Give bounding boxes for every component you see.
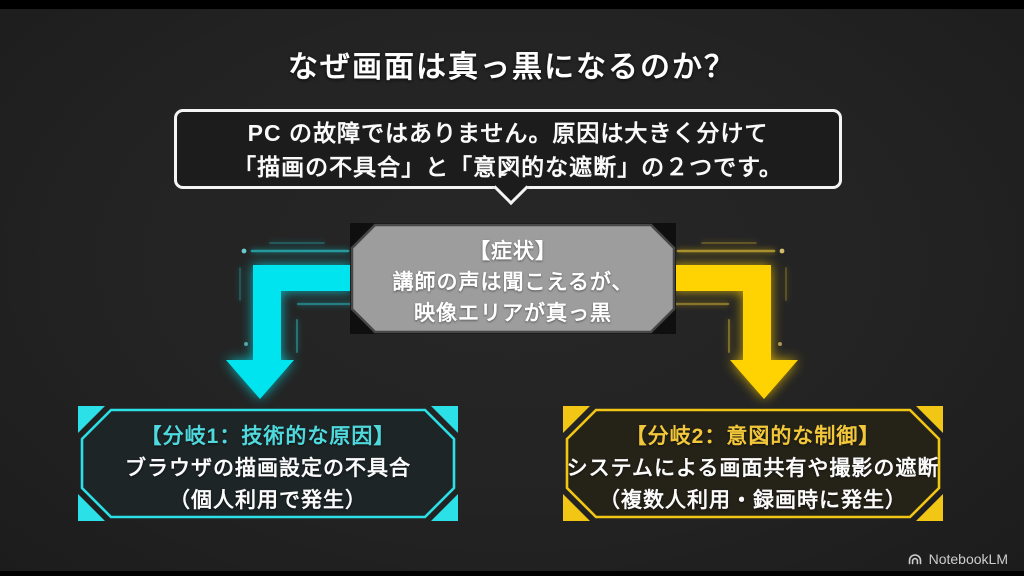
page-title: なぜ画面は真っ黒になるのか？ <box>288 51 736 84</box>
arrow-to-branch-1 <box>226 265 352 399</box>
symptom-title: 【症状】 <box>469 240 557 263</box>
notebooklm-logo-icon <box>908 554 921 565</box>
branch-2-frame <box>563 406 943 521</box>
symptom-line-1: 講師の声は聞こえるが、 <box>392 271 634 294</box>
symptom-box-frame <box>350 223 676 334</box>
branch-2-title: 【分岐2：意図的な制御】 <box>625 425 881 448</box>
watermark-label: NotebookLM <box>928 551 1008 567</box>
branch-1-line-1: ブラウザの描画設定の不具合 <box>125 457 411 480</box>
symptom-box: 【症状】 講師の声は聞こえるが、 映像エリアが真っ黒 <box>350 223 676 334</box>
branch-1-line-2: （個人利用で発生） <box>169 489 367 512</box>
watermark: NotebookLM <box>907 551 1008 567</box>
branch-1-title: 【分岐1：技術的な原因】 <box>140 425 396 448</box>
symptom-line-2: 映像エリアが真っ黒 <box>414 302 612 325</box>
branch-2-box: 【分岐2：意図的な制御】 システムによる画面共有や撮影の遮断 （複数人利用・録画… <box>563 406 943 521</box>
branch-1-box: 【分岐1：技術的な原因】 ブラウザの描画設定の不具合 （個人利用で発生） <box>78 406 458 521</box>
letterbox-top <box>0 0 1024 9</box>
letterbox-bottom <box>0 571 1024 576</box>
branch-2-line-1: システムによる画面共有や撮影の遮断 <box>566 457 940 480</box>
arrow-to-branch-2 <box>672 265 798 399</box>
intro-line-1: PC の故障ではありません。原因は大きく分けて <box>247 120 769 146</box>
branch-2-line-2: （複数人利用・録画時に発生） <box>599 489 907 512</box>
intro-speech-bubble: PC の故障ではありません。原因は大きく分けて 「描画の不具合」と「意図的な遮断… <box>174 109 842 206</box>
branch-1-frame <box>78 406 458 521</box>
